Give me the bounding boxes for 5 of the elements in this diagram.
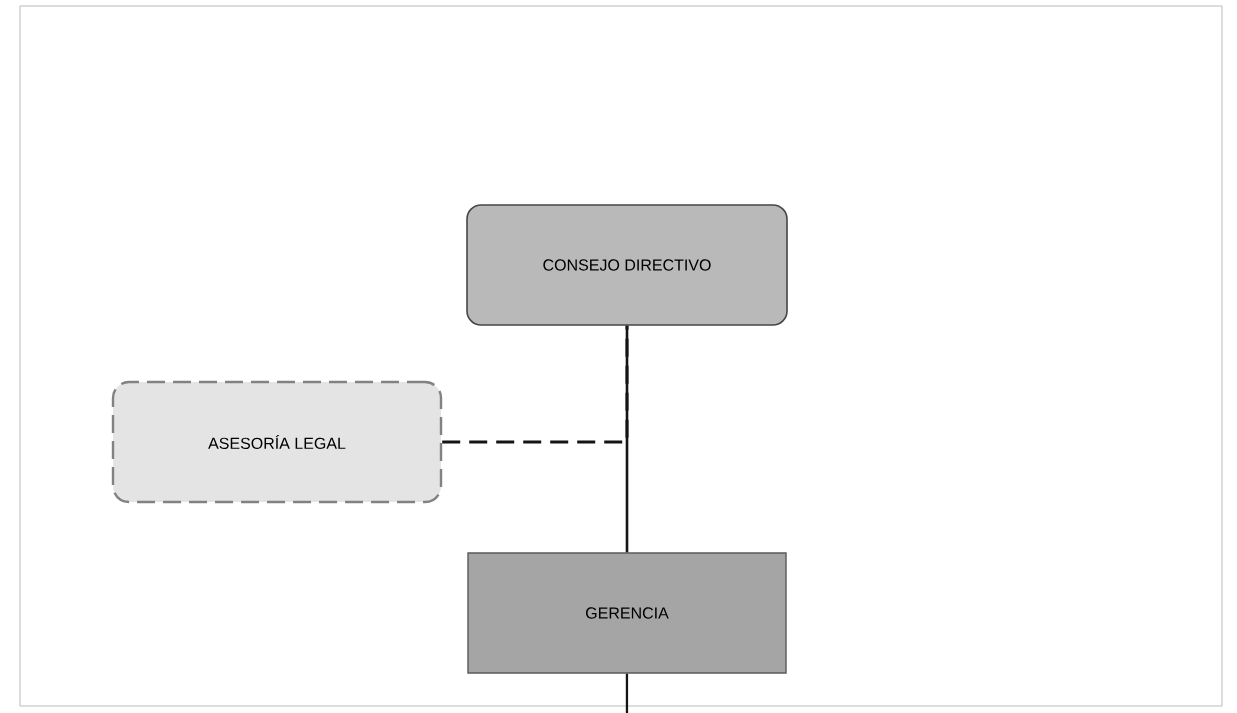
management-box: GERENCIA [467, 552, 787, 674]
dashed-connector [442, 325, 629, 444]
advisory-box: ASESORÍA LEGAL [111, 380, 443, 504]
connector [625, 673, 629, 713]
board-box: CONSEJO DIRECTIVO [466, 204, 788, 326]
